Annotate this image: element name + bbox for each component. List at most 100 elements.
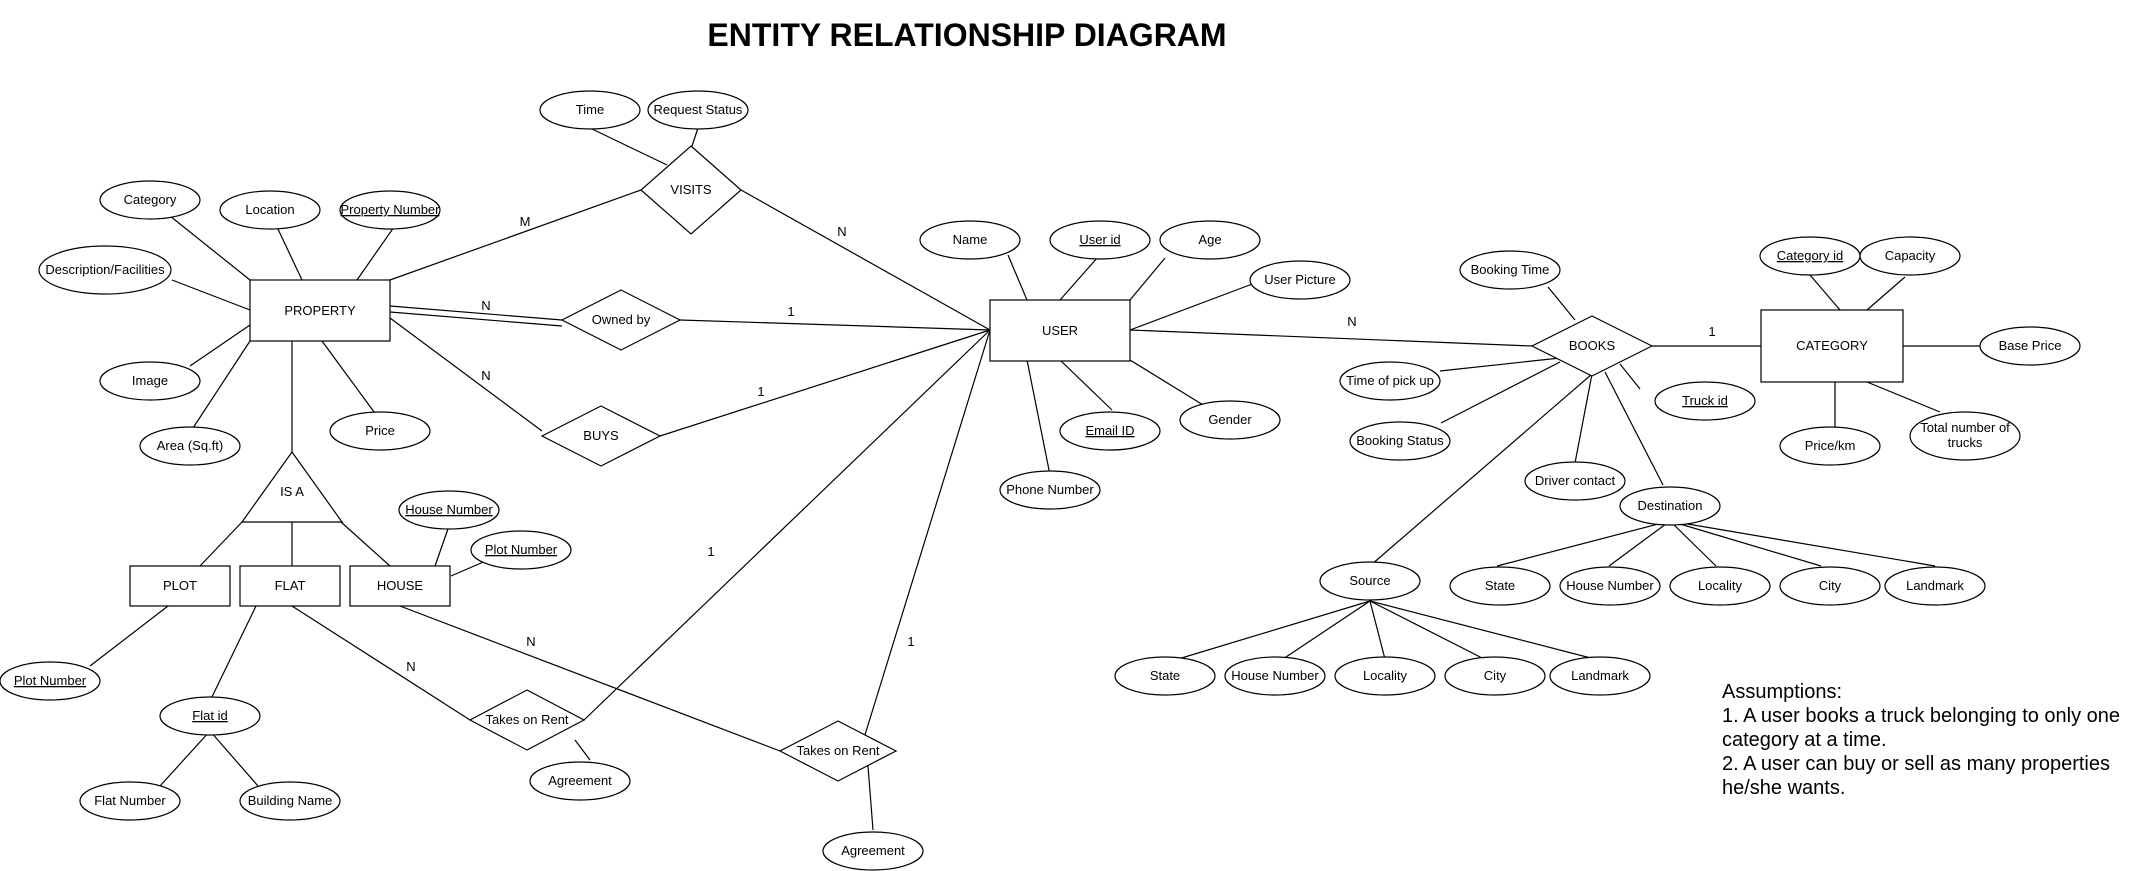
attribute-user-id-label: User id <box>1079 232 1120 247</box>
entity-category <box>1760 309 1904 383</box>
attribute-agreement-house <box>822 831 924 871</box>
entity-property <box>249 279 391 342</box>
attribute-house-number-label: House Number <box>405 502 493 517</box>
relationship-takes-on-rent-house <box>778 720 898 782</box>
attribute-plot-number-house-label: Plot Number <box>485 542 558 557</box>
entity-flat <box>239 565 341 607</box>
attribute-dest-landmark-label: Landmark <box>1906 578 1964 593</box>
attribute-dest-locality-label: Locality <box>1698 578 1743 593</box>
attribute-driver-contact-label: Driver contact <box>1535 473 1616 488</box>
attribute-source-label: Source <box>1349 573 1390 588</box>
attribute-agreement-flat <box>529 761 631 801</box>
cardinality-rent-house-user: 1 <box>907 634 914 649</box>
attribute-user-picture <box>1249 260 1351 300</box>
attribute-request-status <box>647 90 749 130</box>
attribute-destination-label: Destination <box>1637 498 1702 513</box>
relationship-takes-on-rent-flat-label: Takes on Rent <box>485 712 568 727</box>
attribute-gender-label: Gender <box>1208 412 1252 427</box>
attribute-gender <box>1179 400 1281 440</box>
relationship-books-label: BOOKS <box>1569 338 1616 353</box>
attribute-destination <box>1619 486 1721 526</box>
attribute-src-state-label: State <box>1150 668 1180 683</box>
attribute-location <box>219 190 321 230</box>
assumptions-note: Assumptions: 1. A user books a truck bel… <box>1722 680 2132 800</box>
attribute-time-of-pickup <box>1339 361 1441 401</box>
attribute-name <box>919 220 1021 260</box>
attribute-dest-city <box>1779 566 1881 606</box>
attribute-request-status-label: Request Status <box>654 102 743 117</box>
attribute-building-name-label: Building Name <box>248 793 333 808</box>
attribute-time <box>539 90 641 130</box>
attribute-dest-landmark <box>1884 566 1986 606</box>
attribute-property-number-label: Property Number <box>341 202 441 217</box>
attribute-flat-id-label: Flat id <box>192 708 227 723</box>
attribute-price-label: Price <box>365 423 395 438</box>
attribute-truck-id-label: Truck id <box>1682 393 1728 408</box>
attribute-user-picture-label: User Picture <box>1264 272 1336 287</box>
assumption-2-line1: 2. A user can buy or sell as many proper… <box>1722 753 2110 775</box>
attribute-capacity-label: Capacity <box>1885 248 1936 263</box>
assumptions-heading: Assumptions: <box>1722 681 1843 703</box>
attribute-area <box>139 426 241 466</box>
attribute-plot-number-plot-label: Plot Number <box>14 673 87 688</box>
attribute-category-id-label: Category id <box>1777 248 1843 263</box>
attribute-total-trucks-label-line2: trucks <box>1948 435 1983 450</box>
entity-user <box>989 299 1131 362</box>
relationship-buys-label: BUYS <box>583 428 619 443</box>
attribute-dest-house-number-label: House Number <box>1566 578 1654 593</box>
attribute-src-house-number-label: House Number <box>1231 668 1319 683</box>
attribute-phone-number-label: Phone Number <box>1006 482 1094 497</box>
entity-plot-label: PLOT <box>163 578 197 593</box>
relationship-is-a-label: IS A <box>280 484 304 499</box>
attribute-time-label: Time <box>576 102 604 117</box>
attribute-name-label: Name <box>953 232 988 247</box>
attribute-base-price-label: Base Price <box>1999 338 2062 353</box>
relationship-visits <box>640 145 742 235</box>
cardinality-rent-flat-flat: N <box>406 659 415 674</box>
attribute-total-trucks <box>1909 411 2021 461</box>
attribute-booking-status <box>1349 421 1451 461</box>
relationship-owned-by-label: Owned by <box>592 312 651 327</box>
cardinality-visits-user: N <box>837 224 846 239</box>
attribute-booking-status-label: Booking Status <box>1356 433 1444 448</box>
cardinality-buys-property: N <box>481 368 490 383</box>
attribute-truck-id <box>1654 381 1756 421</box>
connector-lines <box>89 127 1980 831</box>
cardinality-books-category: 1 <box>1708 324 1715 339</box>
cardinality-buys-user: 1 <box>757 384 764 399</box>
attribute-src-locality-label: Locality <box>1363 668 1408 683</box>
attribute-booking-time-label: Booking Time <box>1471 262 1550 277</box>
attribute-dest-state-label: State <box>1485 578 1515 593</box>
attribute-src-city-label: City <box>1484 668 1507 683</box>
attribute-image-label: Image <box>132 373 168 388</box>
attribute-category-label: Category <box>124 192 177 207</box>
attribute-src-locality <box>1334 656 1436 696</box>
attribute-plot-number-plot <box>0 661 101 701</box>
attribute-flat-number <box>79 781 181 821</box>
attribute-total-trucks-label-line1: Total number of <box>1920 420 2010 435</box>
relationship-is-a <box>240 450 344 523</box>
attribute-age <box>1159 220 1261 260</box>
assumption-1-line2: category at a time. <box>1722 729 1887 751</box>
entity-house-label: HOUSE <box>377 578 424 593</box>
attribute-email-id-label: Email ID <box>1085 423 1134 438</box>
attribute-time-of-pickup-label: Time of pick up <box>1346 373 1434 388</box>
attribute-price-km <box>1779 426 1881 466</box>
attribute-price <box>329 411 431 451</box>
entity-plot <box>129 565 231 607</box>
attribute-user-id <box>1049 220 1151 260</box>
attribute-agreement-flat-label: Agreement <box>548 773 612 788</box>
assumption-2-line2: he/she wants. <box>1722 777 1846 799</box>
attribute-source <box>1319 561 1421 601</box>
cardinality-books-user: N <box>1347 314 1356 329</box>
attribute-src-landmark <box>1549 656 1651 696</box>
attribute-src-city <box>1444 656 1546 696</box>
attribute-src-state <box>1114 656 1216 696</box>
assumption-1-line1: 1. A user books a truck belonging to onl… <box>1722 705 2121 727</box>
attribute-src-landmark-label: Landmark <box>1571 668 1629 683</box>
cardinality-owned-by-property: N <box>481 298 490 313</box>
attribute-property-number <box>339 190 441 230</box>
attribute-house-number <box>398 490 500 530</box>
attribute-description-label: Description/Facilities <box>45 262 165 277</box>
entity-flat-label: FLAT <box>275 578 306 593</box>
